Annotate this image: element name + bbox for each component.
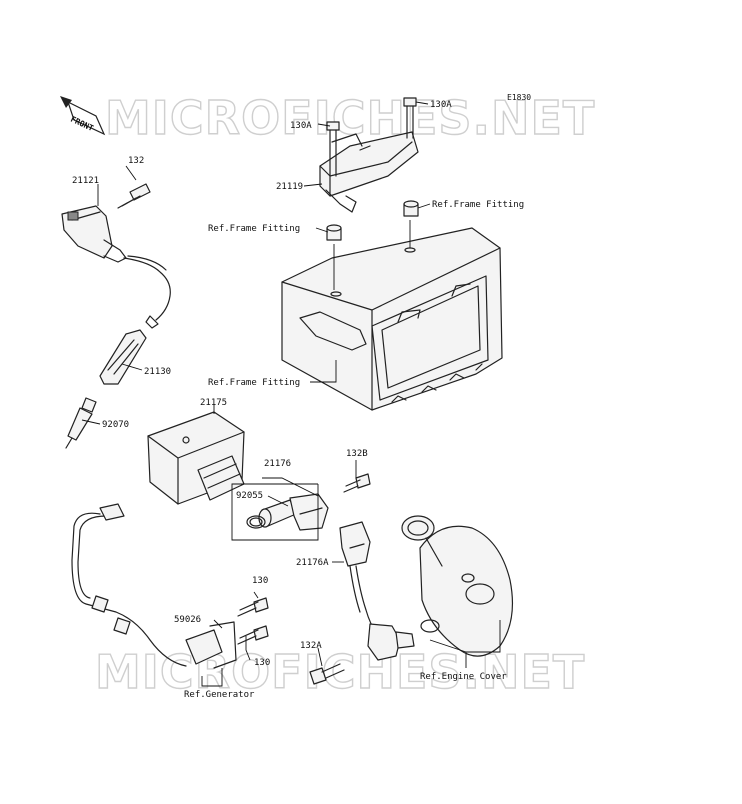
label-ref-frame-right: Ref.Frame Fitting xyxy=(432,200,524,210)
engine-cover-housing xyxy=(401,515,514,657)
label-ref-generator: Ref.Generator xyxy=(184,690,255,700)
plug-cap xyxy=(99,329,147,385)
label-ref-engine-cover: Ref.Engine Cover xyxy=(420,672,507,682)
label-21119: 21119 xyxy=(276,182,303,192)
watermark-bottom: MICROFICHES.NET xyxy=(95,645,585,699)
spark-plug xyxy=(65,397,97,449)
front-arrow-icon: FRONT xyxy=(60,96,106,136)
label-132a: 132A xyxy=(300,641,322,651)
label-59026: 59026 xyxy=(174,615,201,625)
crank-sensor xyxy=(339,521,415,661)
label-21121: 21121 xyxy=(72,176,99,186)
wiring-harness xyxy=(71,503,237,669)
label-132: 132 xyxy=(128,156,144,166)
collar-left xyxy=(326,224,342,241)
bolt-132b xyxy=(343,473,371,493)
bolt-130-lower xyxy=(237,625,269,645)
label-ref-frame-left: Ref.Frame Fitting xyxy=(208,224,300,234)
bolt-132 xyxy=(117,183,151,209)
diagram-code: E1830 xyxy=(507,93,531,102)
label-ref-frame-bottom: Ref.Frame Fitting xyxy=(208,378,300,388)
bolt-130-upper xyxy=(237,597,269,617)
label-130a-right: 130A xyxy=(430,100,452,110)
label-21176: 21176 xyxy=(264,459,291,469)
cdi-unit xyxy=(147,411,245,505)
label-92070: 92070 xyxy=(102,420,129,430)
bolt-130a-left xyxy=(326,121,340,177)
label-21175: 21175 xyxy=(200,398,227,408)
label-130-upper: 130 xyxy=(252,576,268,586)
label-130-lower: 130 xyxy=(254,658,270,668)
watermark-top: MICROFICHES.NET xyxy=(105,91,595,145)
label-130a-left: 130A xyxy=(290,121,312,131)
label-21130: 21130 xyxy=(144,367,171,377)
label-21176a: 21176A xyxy=(296,558,329,568)
label-92055: 92055 xyxy=(236,491,263,501)
leader-lines xyxy=(81,101,501,687)
label-132b: 132B xyxy=(346,449,368,459)
bolt-132a xyxy=(309,663,345,685)
collar-right xyxy=(403,200,419,217)
regulator xyxy=(319,131,419,213)
battery-frame xyxy=(281,227,503,411)
ignition-coil xyxy=(61,205,171,329)
